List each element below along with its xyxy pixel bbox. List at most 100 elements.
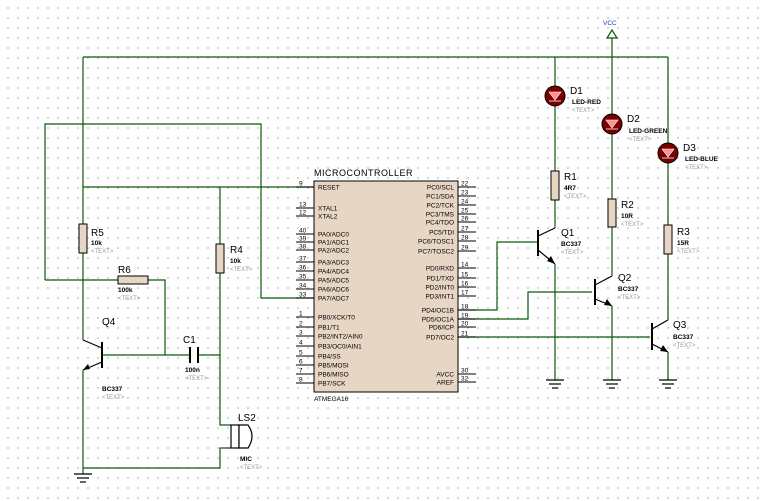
d1-ref: D1 bbox=[570, 86, 583, 97]
r2-text: <TEXT> bbox=[621, 222, 644, 228]
mcu-pin-name: PC0/SCL bbox=[427, 185, 454, 192]
mcu-pin-number: 16 bbox=[461, 281, 469, 288]
q4-ref: Q4 bbox=[102, 317, 116, 328]
mcu-pin-name: PC5/TDI bbox=[429, 230, 454, 237]
mcu-pin-name: PB1/T1 bbox=[318, 325, 340, 332]
mcu-pin-name: PA1/ADC1 bbox=[318, 240, 349, 247]
microphone-ls2: LS2 MIC <TEXT> bbox=[230, 413, 263, 471]
mcu-pin-name: PD3/INT1 bbox=[425, 294, 454, 301]
r4-ref: R4 bbox=[230, 245, 243, 256]
d3-value: LED-BLUE bbox=[685, 156, 719, 163]
mcu-pin-name: PC1/SDA bbox=[426, 194, 454, 201]
r3-value: 15R bbox=[677, 240, 689, 247]
capacitor-c1: C1 100n <TEXT> bbox=[183, 335, 208, 382]
r5-ref: R5 bbox=[91, 228, 104, 239]
q4-collector bbox=[82, 339, 103, 349]
mcu-pin-number: 33 bbox=[299, 292, 307, 299]
resistor-r3-body bbox=[663, 224, 673, 255]
mcu-pin-number: 12 bbox=[299, 210, 307, 217]
r5-value: 10k bbox=[91, 240, 102, 247]
mcu-pin-name: PD6/ICP bbox=[429, 325, 454, 332]
q2-value: BC337 bbox=[618, 286, 639, 293]
mcu-pin-name: PD0/RXD bbox=[426, 266, 454, 273]
d1-diode-icon bbox=[548, 91, 562, 101]
resistor-r2: R2 10R <TEXT> bbox=[607, 198, 644, 228]
mcu-pin-number: 5 bbox=[299, 350, 303, 357]
resistor-r6-body bbox=[117, 275, 149, 285]
wire-pa7-loop bbox=[44, 123, 314, 299]
mcu-pin-name: XTAL1 bbox=[318, 206, 338, 213]
mcu-pin-name: PB6/MISO bbox=[318, 372, 349, 379]
mcu-pin-number: 8 bbox=[299, 377, 303, 384]
q3-ref: Q3 bbox=[673, 320, 687, 331]
mcu-pin-name: PA7/ADC7 bbox=[318, 296, 349, 303]
mic-icon bbox=[238, 424, 253, 449]
q3-value: BC337 bbox=[673, 334, 694, 341]
mcu-pin-name: AVCC bbox=[436, 372, 454, 379]
wire-pd5-q2 bbox=[458, 291, 592, 320]
resistor-r5-body bbox=[78, 223, 88, 254]
q3-collector bbox=[651, 319, 669, 330]
d2-diode-icon bbox=[605, 119, 619, 129]
q4-text: <TEXT> bbox=[102, 395, 125, 401]
wire-r6-right bbox=[148, 279, 166, 355]
ground-icon bbox=[603, 379, 621, 389]
mcu-pin-name: PC6/TOSC1 bbox=[418, 239, 454, 246]
mcu-pin-name: RESET bbox=[318, 185, 340, 192]
q2-collector bbox=[594, 275, 613, 286]
mcu-pin-number: 36 bbox=[299, 265, 307, 272]
led-d2: D2 LED-GREEN <TEXT> bbox=[601, 113, 668, 143]
q1-value: BC337 bbox=[561, 241, 582, 248]
microcontroller: MICROCONTROLLER ATMEGA16 9RESET13XTAL112… bbox=[296, 168, 476, 403]
q1-arrow-icon bbox=[547, 256, 555, 264]
mcu-pin-number: 17 bbox=[461, 290, 469, 297]
mcu-pin-name: PD4/OC1B bbox=[422, 308, 454, 315]
transistor-q4: Q4 BC337 <TEXT> bbox=[82, 317, 125, 401]
wire-mic-top bbox=[219, 355, 231, 426]
grounds bbox=[74, 379, 677, 483]
mcu-pin-number: 27 bbox=[461, 226, 469, 233]
mcu-pin-number: 6 bbox=[299, 359, 303, 366]
c1-value: 100n bbox=[185, 367, 200, 374]
resistor-r4: R4 10k <TEXT> bbox=[215, 243, 253, 274]
resistor-r2-body bbox=[607, 198, 617, 228]
mcu-pin-name: PA5/ADC5 bbox=[318, 278, 349, 285]
r4-text: <TEXT> bbox=[230, 267, 253, 273]
mcu-pin-name: PA0/ADC0 bbox=[318, 232, 349, 239]
mcu-pin-number: 14 bbox=[461, 262, 469, 269]
r1-text: <TEXT> bbox=[564, 194, 587, 200]
mcu-pin-number: 19 bbox=[461, 313, 469, 320]
mcu-pin-number: 35 bbox=[299, 274, 307, 281]
mcu-pin-name: PC3/TMS bbox=[426, 212, 455, 219]
mcu-pin-name: PC7/TOSC2 bbox=[418, 249, 454, 256]
r1-ref: R1 bbox=[564, 172, 577, 183]
r4-value: 10k bbox=[230, 258, 241, 265]
q1-text: <TEXT> bbox=[561, 250, 584, 256]
mcu-pin-number: 28 bbox=[461, 235, 469, 242]
mcu-pin-number: 1 bbox=[299, 311, 303, 318]
mcu-right-pins: 22PC0/SCL23PC1/SDA24PC2/TCK25PC3/TMS26PC… bbox=[418, 181, 476, 387]
transistor-q1: Q1 BC337 <TEXT> bbox=[537, 227, 584, 265]
mcu-pin-name: PA2/ADC2 bbox=[318, 248, 349, 255]
mcu-pin-name: PD1/TXD bbox=[427, 276, 455, 283]
resistor-r1: R1 4R7 <TEXT> bbox=[550, 170, 587, 201]
mcu-pin-number: 7 bbox=[299, 368, 303, 375]
ground-icon bbox=[659, 379, 677, 389]
mcu-pin-name: PB4/SS bbox=[318, 354, 341, 361]
